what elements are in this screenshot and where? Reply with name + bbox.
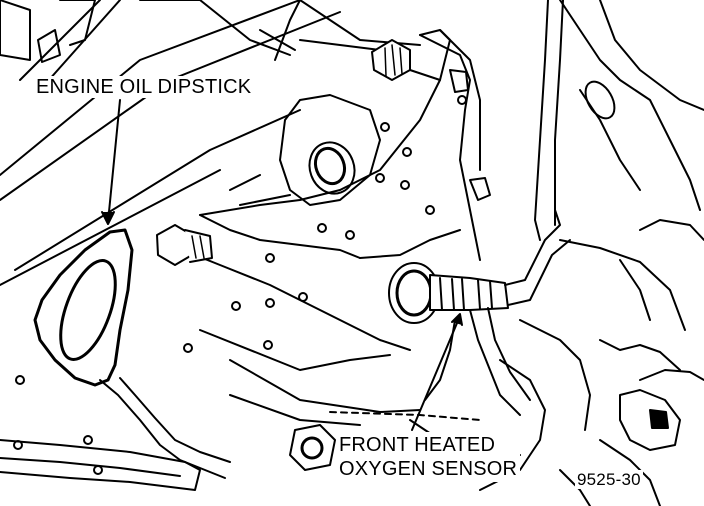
dashed-reference-line — [329, 411, 481, 421]
rivet-holes — [13, 95, 467, 475]
exhaust-assembly — [479, 0, 704, 506]
sensor-label-line1: FRONT HEATED — [339, 434, 496, 456]
engine-oil-dipstick-label: ENGINE OIL DIPSTICK — [33, 76, 255, 98]
hex-bolts — [156, 39, 491, 266]
corner-bracket — [0, 0, 96, 63]
dipstick — [0, 228, 231, 491]
lower-hardware — [229, 0, 521, 471]
sensor-label-line2: OXYGEN SENSOR — [339, 458, 518, 480]
leader-lines — [101, 99, 463, 431]
figure-number: 9525-30 — [575, 470, 643, 489]
front-heated-oxygen-sensor-label: FRONT HEATED OXYGEN SENSOR — [336, 432, 521, 482]
oxygen-sensor — [388, 0, 571, 416]
